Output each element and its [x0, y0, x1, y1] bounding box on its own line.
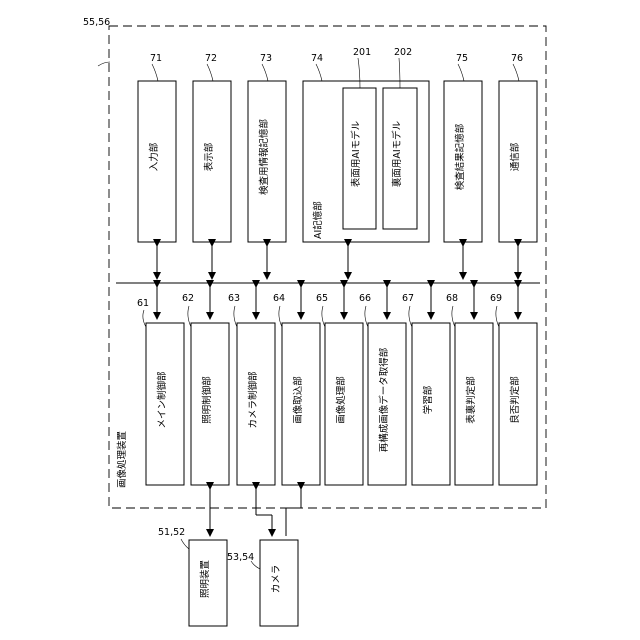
upper-units: 入力部 71 表示部 72 検査用情報記憶部 73 AI記憶部 74 表面用AI… [138, 47, 537, 242]
image-processing-ref: 65 [316, 293, 328, 304]
external-links [210, 489, 301, 536]
main-control-label: メイン制御部 [156, 371, 168, 428]
reconstructed-image-acquisition-label: 再構成画像データ取得部 [378, 348, 390, 453]
processing-units: メイン制御部 61 照明制御部 62 カメラ制御部 63 画像取込部 64 画像… [137, 293, 537, 485]
input-unit-label: 入力部 [148, 143, 160, 172]
image-capture-ref: 64 [273, 293, 285, 304]
front-back-judgment-ref: 68 [446, 293, 458, 304]
inspection-info-storage-label: 検査用情報記憶部 [258, 119, 270, 195]
pass-fail-judgment-ref: 69 [490, 293, 502, 304]
lighting-control-label: 照明制御部 [201, 376, 213, 424]
external-devices: 照明装置 51,52 カメラ 53,54 [158, 527, 298, 626]
lighting-device-ref: 51,52 [158, 527, 185, 538]
communication-unit-ref: 76 [511, 53, 523, 64]
image-capture-label: 画像取込部 [292, 376, 304, 424]
front-ai-model-label: 表面用AIモデル [350, 120, 362, 187]
device-ref-number: 55,56 [83, 17, 110, 28]
camera-device-label: カメラ [271, 565, 282, 594]
lower-connections [157, 287, 518, 319]
upper-connections [157, 246, 518, 279]
learning-ref: 67 [402, 293, 414, 304]
back-ai-model-label: 裏面用AIモデル [391, 120, 403, 187]
inspection-info-storage-ref: 73 [260, 53, 272, 64]
camera-device-ref: 53,54 [227, 552, 254, 563]
input-unit-ref: 71 [150, 53, 162, 64]
camera-control-label: カメラ制御部 [247, 371, 259, 428]
lighting-control-ref: 62 [182, 293, 194, 304]
camera-control-ref: 63 [228, 293, 240, 304]
inspection-result-storage-ref: 75 [456, 53, 468, 64]
front-back-judgment-label: 表裏判定部 [465, 376, 477, 424]
communication-unit-label: 通信部 [509, 143, 521, 172]
main-control-ref: 61 [137, 298, 149, 309]
image-processing-label: 画像処理部 [335, 376, 347, 424]
display-unit-ref: 72 [205, 53, 217, 64]
learning-label: 学習部 [422, 386, 434, 415]
inspection-result-storage-label: 検査結果記憶部 [454, 124, 466, 191]
front-ai-model-ref: 201 [353, 47, 371, 58]
ai-storage-ref: 74 [311, 53, 323, 64]
display-unit-label: 表示部 [203, 143, 215, 172]
lighting-device-label: 照明装置 [199, 560, 211, 598]
reconstructed-image-acquisition-ref: 66 [359, 293, 371, 304]
ai-storage-label: AI記憶部 [312, 201, 324, 239]
device-title: 画像処理装置 [116, 431, 128, 488]
pass-fail-judgment-label: 良否判定部 [509, 376, 521, 424]
back-ai-model-ref: 202 [394, 47, 412, 58]
